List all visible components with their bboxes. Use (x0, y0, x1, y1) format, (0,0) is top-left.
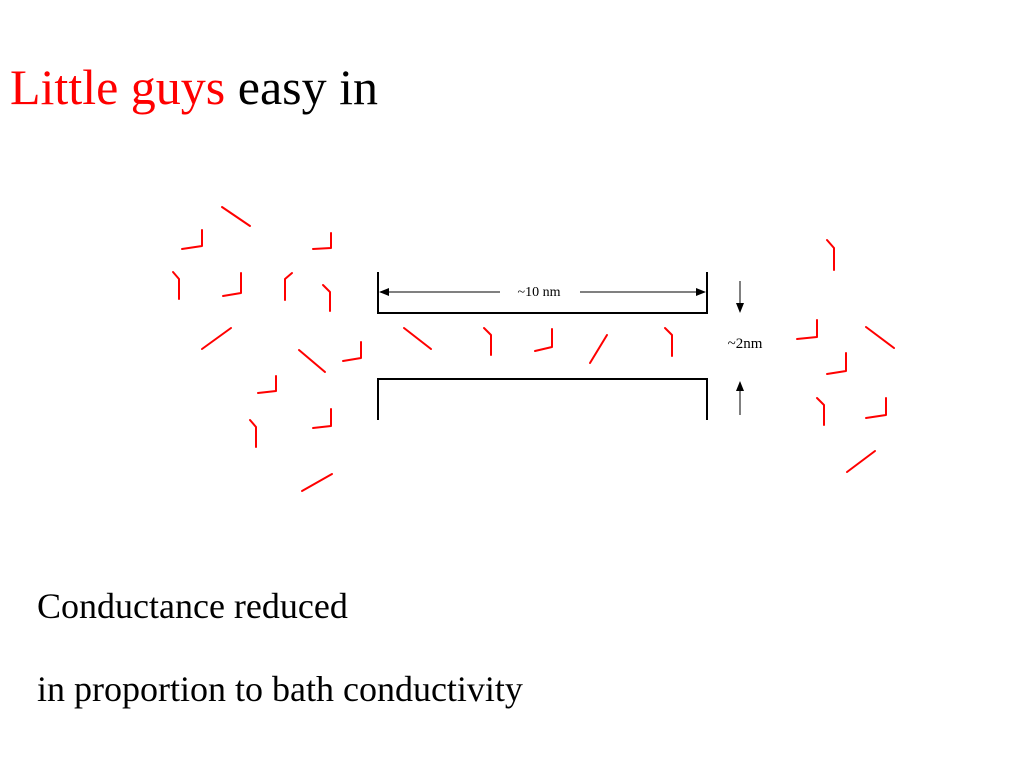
ion (483, 327, 492, 356)
ion (846, 450, 876, 473)
body-text-line-2: in proportion to bath conductivity (37, 669, 523, 709)
title-rest: easy in (237, 59, 378, 115)
ion (816, 397, 825, 426)
ion (249, 419, 257, 448)
width-label: ~2nm (728, 336, 763, 352)
ion (181, 229, 203, 250)
ion (403, 327, 432, 350)
ion (284, 272, 293, 301)
ion (342, 341, 362, 362)
ion (301, 473, 333, 492)
ion (312, 232, 332, 250)
ion (664, 327, 673, 357)
ion (865, 326, 895, 349)
small-ions (172, 206, 895, 492)
ion (222, 272, 242, 297)
ion (322, 284, 331, 312)
ion (865, 397, 887, 419)
ion (172, 271, 180, 300)
ion (298, 349, 326, 373)
ion (826, 239, 835, 271)
pore-top-wall (377, 272, 708, 314)
title-highlight: Little guys (10, 59, 226, 115)
ion (534, 328, 553, 352)
ion (221, 206, 251, 227)
length-label: ~10 nm (518, 285, 561, 300)
ion (312, 408, 332, 429)
slide-title: Little guys easy in (10, 62, 378, 112)
pore-bottom-wall (377, 378, 708, 420)
ion (796, 319, 818, 340)
ion (257, 375, 277, 394)
ion (589, 334, 608, 364)
ion (826, 352, 847, 375)
ion (201, 327, 232, 350)
body-text-line-1: Conductance reduced (37, 586, 348, 626)
